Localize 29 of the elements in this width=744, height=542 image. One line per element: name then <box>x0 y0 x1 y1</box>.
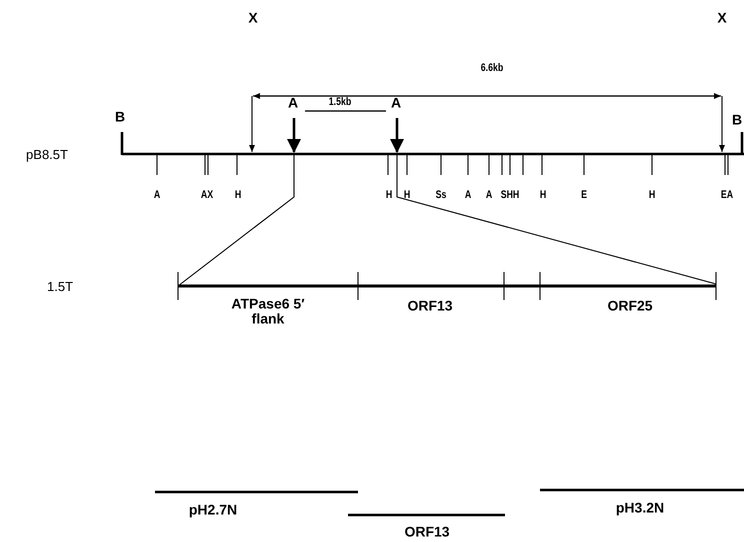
site-label: H <box>234 188 242 202</box>
site-label: H <box>540 188 546 202</box>
site-label: A <box>390 95 402 111</box>
site-label: SHH <box>500 188 520 202</box>
site-label: A <box>464 188 472 202</box>
probe-label: ORF13 <box>404 524 450 540</box>
site-label: B <box>732 112 742 128</box>
gene-label: ORF13 <box>407 298 453 314</box>
map-name: 1.5T <box>47 280 73 294</box>
site-label: A <box>486 188 492 202</box>
site-label: AX <box>200 188 214 202</box>
site-label: H <box>648 188 656 202</box>
site-label: EA <box>720 188 734 202</box>
gene-label: ATPase6 5′ flank <box>230 296 306 328</box>
probe-label: pH3.2N <box>616 500 664 516</box>
site-label: H <box>386 188 392 202</box>
site-label: E <box>581 188 587 202</box>
site-label: X <box>248 10 258 26</box>
site-label: Ss <box>436 188 446 202</box>
site-label: H <box>404 188 410 202</box>
site-label: A <box>288 95 298 111</box>
site-label: B <box>114 109 126 125</box>
probe-label: pH2.7N <box>188 502 238 518</box>
size-label: 6.6kb <box>480 62 504 74</box>
size-label: 1.5kb <box>328 96 352 108</box>
map-name: pB8.5T <box>26 148 68 162</box>
site-label: X <box>717 10 727 26</box>
gene-label: ORF25 <box>607 298 653 314</box>
site-label: A <box>154 188 160 202</box>
